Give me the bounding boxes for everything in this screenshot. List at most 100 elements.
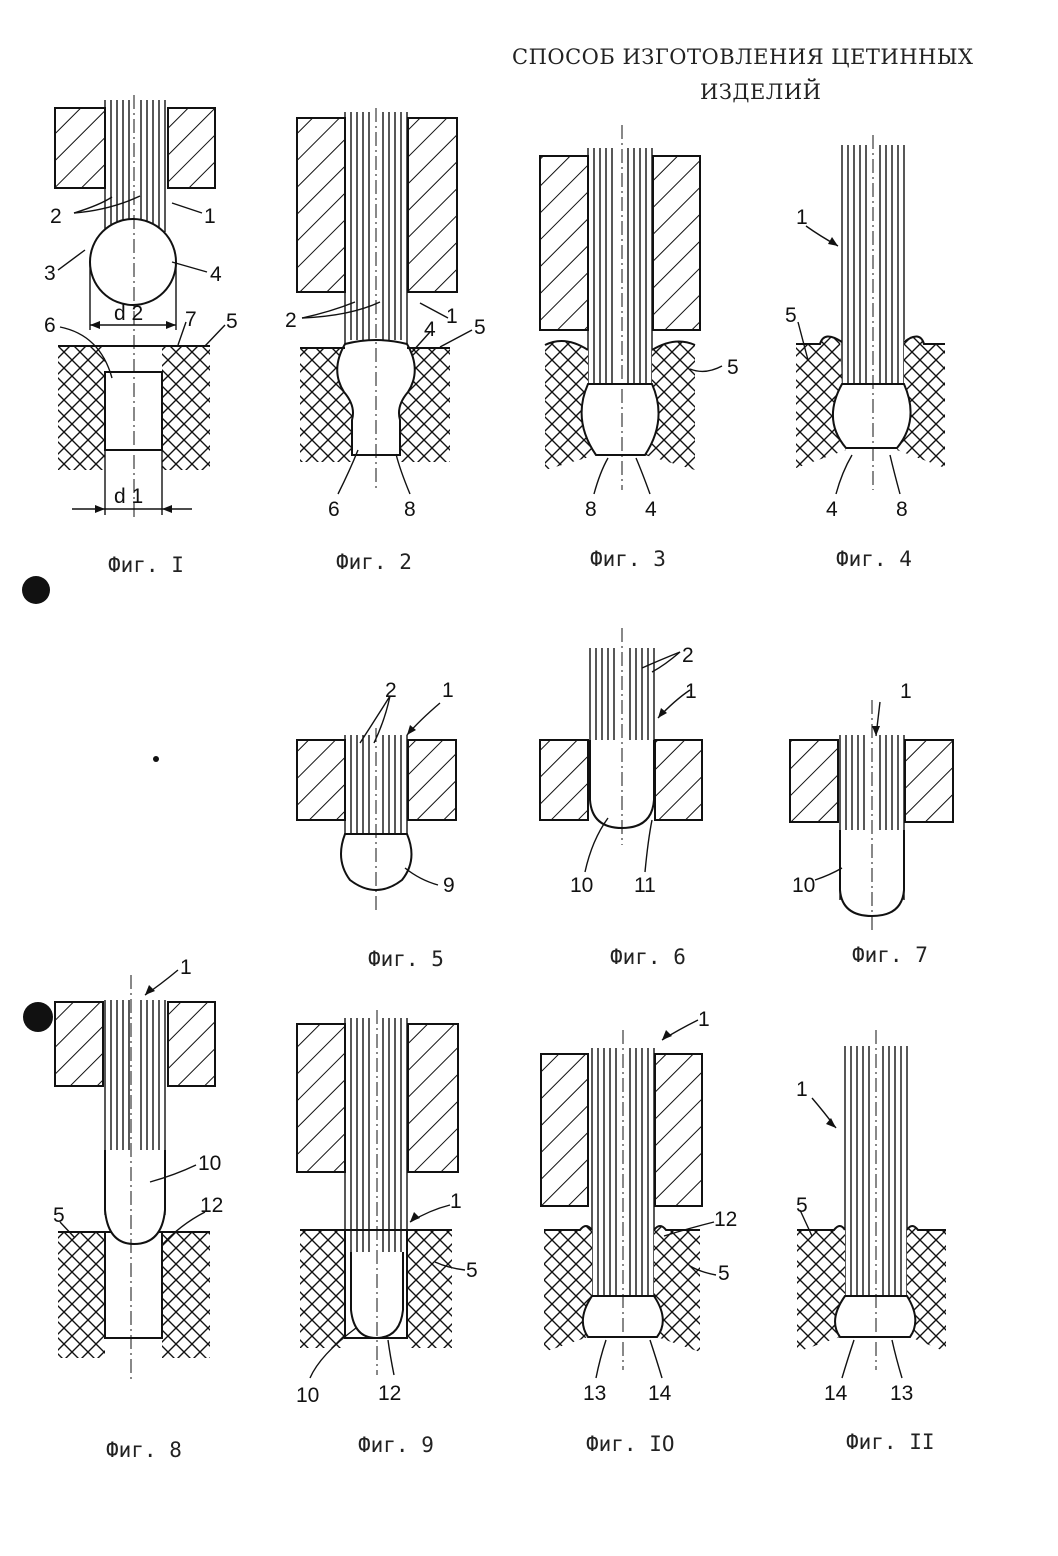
figure-1: 2 1 3 4 d 2 7 5 6 d 1 Фиг. I: [44, 95, 238, 577]
fig3-ref-8: 8: [585, 498, 597, 521]
fig1-die-wall-left: [55, 108, 105, 188]
fig5-ref-9: 9: [443, 874, 455, 897]
fig10-ref-12: 12: [714, 1208, 737, 1231]
fig7-ref-1: 1: [900, 680, 912, 703]
fig9-die-wall-right: [408, 1024, 458, 1172]
fig1-ref-7: 7: [185, 308, 197, 331]
fig3-fused-ball: [582, 384, 659, 455]
fig2-ref-8: 8: [404, 498, 416, 521]
figure-4: 1 5 4 8 Фиг. 4: [785, 135, 945, 571]
fig3-die-wall-right: [653, 156, 700, 330]
fig2-caption: Фиг. 2: [336, 550, 412, 574]
fig1-ref-3: 3: [44, 262, 56, 285]
fig4-ref-8: 8: [896, 498, 908, 521]
fig9-workpiece-right: [407, 1230, 452, 1348]
figure-5: 2 1 9 Фиг. 5: [297, 679, 456, 971]
fig5-caption: Фиг. 5: [368, 947, 444, 971]
fig11-ref-5: 5: [796, 1194, 808, 1217]
fig8-die-wall-left: [55, 1002, 103, 1086]
fig10-workpiece-right: [654, 1226, 700, 1352]
fig1-ref-6: 6: [44, 314, 56, 337]
fig8-die-wall-right: [168, 1002, 215, 1086]
fig2-ref-1: 1: [446, 305, 458, 328]
fig7-ref-10: 10: [792, 874, 815, 897]
fig8-workpiece-left: [58, 1232, 105, 1358]
fig4-ref-1: 1: [796, 206, 808, 229]
fig4-ref-5: 5: [785, 304, 797, 327]
fig9-caption: Фиг. 9: [358, 1433, 434, 1457]
fig1-ref-5: 5: [226, 310, 238, 333]
figure-2: 2 1 4 5 6 8 Фиг. 2: [285, 108, 486, 574]
figure-10: 1 12 5 13 14 Фиг. IO: [541, 1008, 737, 1456]
fig1-ref-1: 1: [204, 205, 216, 228]
fig8-ref-5: 5: [53, 1204, 65, 1227]
fig8-workpiece-right: [162, 1232, 210, 1358]
fig2-die-wall-right: [408, 118, 457, 292]
fig4-caption: Фиг. 4: [836, 547, 912, 571]
figure-7: 1 10 Фиг. 7: [790, 680, 953, 967]
figure-8: 1 10 5 12 Фиг. 8: [53, 956, 223, 1462]
fig3-caption: Фиг. 3: [590, 547, 666, 571]
fig5-die-wall-right: [408, 740, 456, 820]
fig2-die-wall-left: [297, 118, 345, 292]
fig3-die-wall-left: [540, 156, 588, 330]
fig8-workpiece-bore: [105, 1232, 162, 1338]
fig9-ref-5: 5: [466, 1259, 478, 1282]
fig10-ref-13: 13: [583, 1382, 606, 1405]
fig2-ref-6: 6: [328, 498, 340, 521]
fig10-ref-1: 1: [698, 1008, 710, 1031]
fig11-ref-14: 14: [824, 1382, 848, 1405]
fig10-caption: Фиг. IO: [586, 1432, 675, 1456]
fig1-fused-ball: [90, 219, 176, 305]
fig2-ref-5: 5: [474, 316, 486, 339]
fig1-ref-4: 4: [210, 263, 222, 286]
figure-6: 2 1 10 11 Фиг. 6: [540, 628, 702, 969]
fig1-workpiece-left: [58, 346, 105, 470]
fig3-ref-4: 4: [645, 498, 657, 521]
fig1-ref-d1: d 1: [114, 485, 143, 508]
fig9-ref-1: 1: [450, 1190, 462, 1213]
fig5-ref-2: 2: [385, 679, 397, 702]
fig11-ref-1: 1: [796, 1078, 808, 1101]
fig7-die-wall-right: [905, 740, 953, 822]
fig4-ref-4: 4: [826, 498, 838, 521]
fig11-fused-head: [835, 1296, 915, 1337]
scan-dot: [153, 756, 159, 762]
fig1-ref-2: 2: [50, 205, 62, 228]
fig10-die-wall-right: [655, 1054, 702, 1206]
fig9-die-wall-left: [297, 1024, 345, 1172]
fig2-ref-2: 2: [285, 309, 297, 332]
figure-3: 5 8 4 Фиг. 3: [540, 125, 739, 571]
fig8-ref-12: 12: [200, 1194, 223, 1217]
fig6-ref-2: 2: [682, 644, 694, 667]
fig5-die-wall-left: [297, 740, 345, 820]
fig8-ref-10: 10: [198, 1152, 221, 1175]
fig6-caption: Фиг. 6: [610, 945, 686, 969]
fig6-ref-11: 11: [634, 874, 656, 897]
fig1-workpiece-right: [162, 346, 210, 470]
fig11-ref-13: 13: [890, 1382, 913, 1405]
fig7-caption: Фиг. 7: [852, 943, 928, 967]
fig1-die-wall-right: [168, 108, 215, 188]
punch-hole-mark-bottom: [23, 1002, 53, 1032]
fig8-caption: Фиг. 8: [106, 1438, 182, 1462]
fig9-ref-10: 10: [296, 1384, 319, 1407]
fig5-ref-1: 1: [442, 679, 454, 702]
fig1-wire-strands: [105, 100, 165, 232]
fig3-ref-5: 5: [727, 356, 739, 379]
fig10-die-wall-left: [541, 1054, 588, 1206]
fig10-ref-14: 14: [648, 1382, 672, 1405]
fig6-die-wall-left: [540, 740, 588, 820]
fig9-ref-12: 12: [378, 1382, 401, 1405]
fig2-ref-4: 4: [424, 318, 436, 341]
fig3-wire-strands: [588, 148, 652, 388]
fig9-workpiece-left: [300, 1230, 345, 1348]
fig6-ref-1: 1: [685, 680, 697, 703]
fig6-die-wall-right: [655, 740, 702, 820]
figure-11: 1 5 14 13 Фиг. II: [796, 1030, 946, 1454]
figure-9: 1 5 10 12 Фиг. 9: [296, 1010, 478, 1457]
punch-hole-mark-top: [22, 576, 50, 604]
fig7-die-wall-left: [790, 740, 838, 822]
fig11-caption: Фиг. II: [846, 1430, 935, 1454]
